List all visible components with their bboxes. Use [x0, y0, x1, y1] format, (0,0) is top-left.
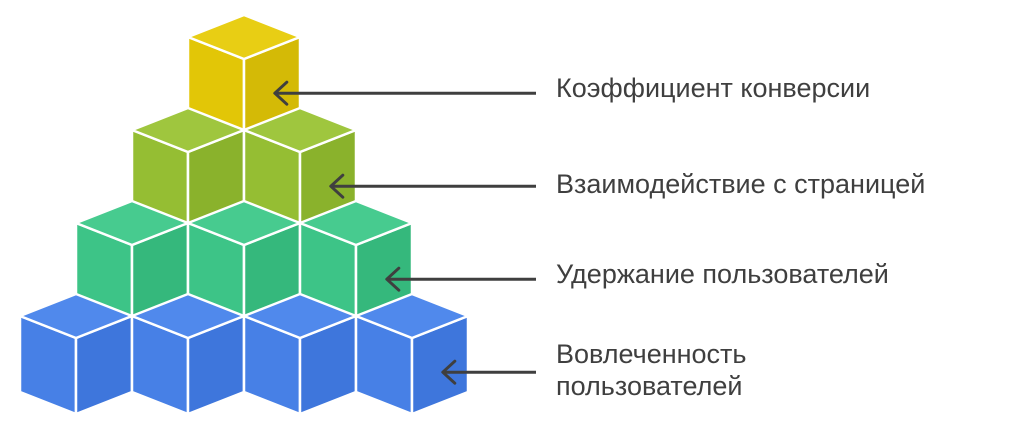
- level-label-line: Вовлеченность: [556, 339, 747, 369]
- cube: [186, 199, 302, 323]
- cube-top-face: [130, 292, 246, 340]
- cube: [130, 292, 246, 416]
- cube-top-face: [74, 199, 190, 247]
- cube-pyramid: [18, 13, 470, 416]
- connector-arrow: [441, 359, 536, 385]
- connector-arrow: [385, 266, 536, 292]
- cube-top-face: [354, 292, 470, 340]
- cube: [242, 106, 358, 230]
- cube-top-face: [298, 199, 414, 247]
- cube: [354, 292, 470, 416]
- cube-top-face: [130, 106, 246, 154]
- cube-top-face: [242, 106, 358, 154]
- cube-top-face: [186, 199, 302, 247]
- cube: [186, 13, 302, 137]
- level-connectors: [273, 80, 536, 385]
- cube-top-face: [242, 292, 358, 340]
- level-label-line: пользователей: [556, 371, 743, 401]
- level-label-conversion-rate: Коэффициент конверсии: [556, 72, 870, 104]
- arrow-head-icon: [441, 359, 457, 385]
- arrow-head-icon: [385, 266, 401, 292]
- arrow-head-icon: [273, 80, 289, 106]
- level-label-user-engagement: Вовлеченность пользователей: [556, 338, 746, 402]
- level-label-line: Коэффициент конверсии: [556, 73, 871, 103]
- connector-arrow: [329, 173, 536, 199]
- cube: [242, 292, 358, 416]
- level-label-line: Взаимодействие с страницей: [556, 169, 926, 199]
- cube-top-face: [186, 13, 302, 61]
- level-label-user-retention: Удержание пользователей: [556, 258, 889, 290]
- cube-top-face: [18, 292, 134, 340]
- level-label-line: Удержание пользователей: [556, 259, 889, 289]
- cube: [18, 292, 134, 416]
- level-label-page-interaction: Взаимодействие с страницей: [556, 168, 925, 200]
- arrow-head-icon: [329, 173, 345, 199]
- connector-arrow: [273, 80, 536, 106]
